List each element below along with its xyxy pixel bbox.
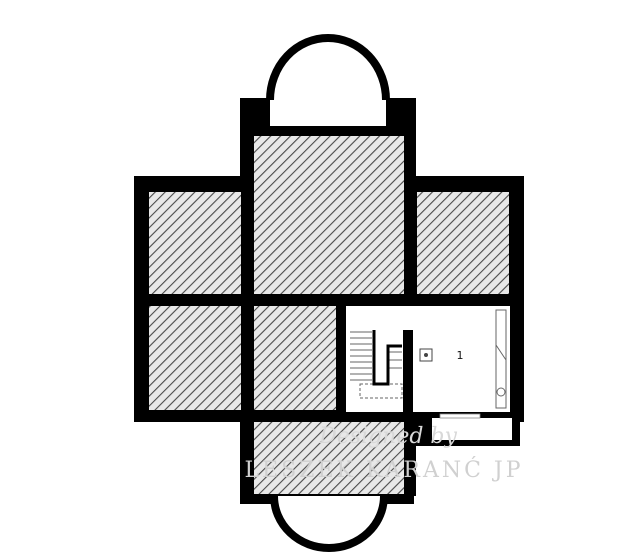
annex-window [439, 413, 481, 419]
watermark-author: LESZEK KARANĆ JP [244, 456, 523, 483]
annex-interior [432, 418, 512, 440]
hatched-area-bottom-left [149, 306, 241, 410]
hatched-area-south [254, 422, 404, 494]
top-bay-window [266, 34, 390, 101]
hatched-area-bottom-center [254, 306, 336, 410]
partition-wall [403, 330, 413, 412]
watermark-designed-by: Designed by [318, 424, 457, 449]
room-1 [346, 306, 510, 412]
room-1-label: 1 [457, 349, 464, 362]
bottom-bay-window [270, 495, 388, 552]
hatched-area-top-center [254, 136, 404, 294]
appliance-icon [419, 348, 433, 362]
hatched-area-top-left [149, 192, 241, 294]
hatched-area-top-right [417, 192, 509, 294]
counter-diagonal [495, 344, 507, 361]
counter-fixture [495, 309, 507, 409]
stair-handrail [372, 330, 402, 386]
appliance-dot [424, 353, 428, 357]
sink-icon [496, 387, 506, 397]
